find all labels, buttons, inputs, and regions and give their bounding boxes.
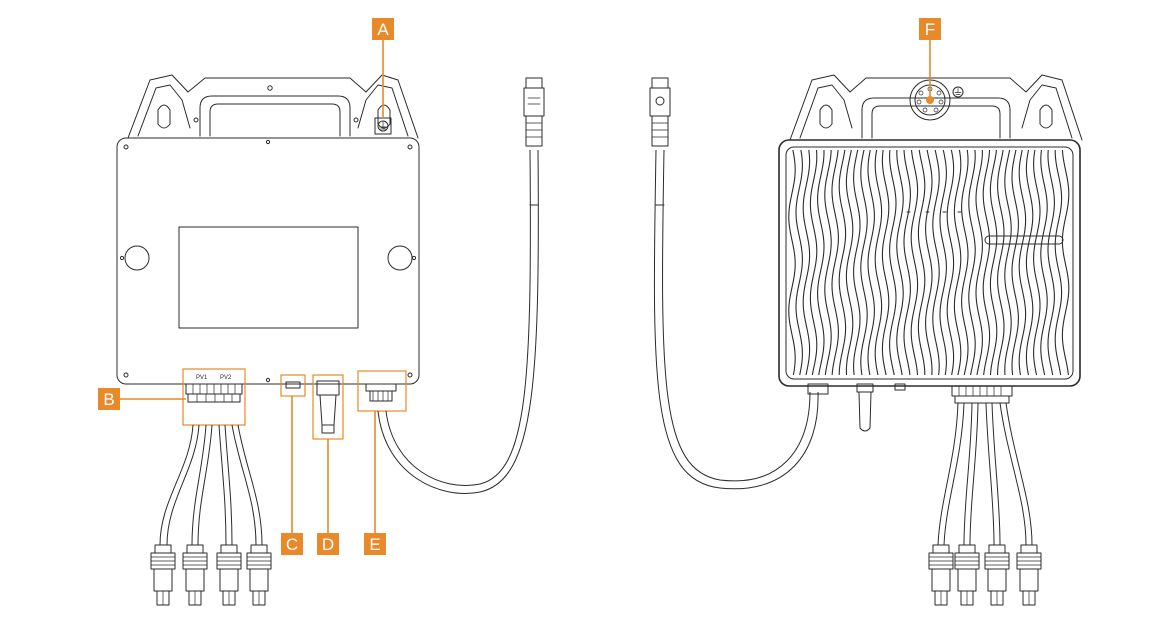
heatsink-fin bbox=[982, 149, 991, 376]
heatsink-fin bbox=[968, 149, 976, 376]
label-c: C bbox=[286, 535, 298, 554]
heatsink-fins bbox=[788, 149, 1070, 376]
heatsink-fin bbox=[1025, 149, 1034, 376]
right-ac-connector bbox=[649, 77, 671, 147]
pv2-label: PV2 bbox=[220, 375, 232, 381]
heatsink-fin bbox=[997, 149, 1005, 376]
left-ac-connector bbox=[523, 77, 545, 147]
heatsink-fin bbox=[975, 150, 983, 376]
callout-a: A bbox=[372, 18, 394, 118]
heatsink-fin bbox=[932, 149, 940, 376]
callout-c: C bbox=[281, 396, 303, 555]
heatsink-fin bbox=[845, 149, 854, 376]
left-mounting-bracket bbox=[127, 74, 419, 139]
heatsink-fin bbox=[1061, 149, 1070, 376]
heatsink-fin bbox=[889, 149, 897, 376]
heatsink-fin bbox=[925, 149, 933, 376]
label-e: E bbox=[369, 535, 380, 554]
heatsink-fin bbox=[917, 149, 926, 376]
label-f: F bbox=[925, 20, 935, 39]
left-inverter-front bbox=[116, 74, 420, 385]
heatsink-fin bbox=[838, 149, 847, 376]
heatsink-fin bbox=[874, 149, 883, 376]
heatsink-fin bbox=[953, 149, 962, 376]
heatsink-fin bbox=[896, 149, 904, 376]
heatsink-fin bbox=[961, 149, 969, 376]
heatsink-fin bbox=[910, 149, 919, 376]
heatsink-fin bbox=[853, 149, 861, 376]
heatsink-fin bbox=[788, 149, 796, 376]
heatsink-fin bbox=[802, 149, 811, 376]
left-mc4-connectors bbox=[150, 544, 272, 606]
left-ac-cable bbox=[377, 77, 545, 494]
heatsink-fin bbox=[824, 149, 832, 376]
callout-b: B bbox=[98, 388, 186, 410]
pv1-label: PV1 bbox=[196, 375, 208, 381]
heatsink-fin bbox=[1011, 149, 1019, 376]
connector-highlight-dot bbox=[926, 96, 934, 104]
right-dc-cables bbox=[937, 402, 1033, 546]
antenna bbox=[312, 374, 344, 440]
ac-output-port bbox=[357, 370, 407, 412]
heatsink-fin bbox=[1047, 149, 1055, 376]
callout-e: E bbox=[364, 411, 386, 555]
dc-input-ports: PV1 PV2 bbox=[182, 368, 246, 426]
comm-port bbox=[280, 374, 306, 397]
right-inverter-back bbox=[778, 74, 1083, 432]
left-inverter-body bbox=[116, 137, 420, 385]
right-mounting-bracket bbox=[789, 74, 1083, 141]
heatsink-fin bbox=[939, 149, 947, 376]
heatsink-fin bbox=[817, 149, 825, 376]
right-inverter-heatsink bbox=[778, 139, 1081, 387]
label-area bbox=[178, 226, 359, 329]
label-d: D bbox=[322, 535, 334, 554]
heatsink-fin bbox=[867, 149, 875, 376]
heatsink-fin bbox=[831, 149, 839, 376]
heatsink-fin bbox=[795, 149, 803, 376]
callout-f: F bbox=[919, 18, 941, 96]
left-dc-cables bbox=[159, 424, 263, 546]
heatsink-fin bbox=[1018, 149, 1027, 376]
callout-d: D bbox=[317, 439, 339, 555]
heatsink-fin bbox=[881, 149, 890, 376]
heatsink-fin bbox=[946, 149, 955, 376]
heatsink-fin bbox=[1040, 149, 1048, 376]
heatsink-fin bbox=[809, 149, 818, 376]
heatsink-fin bbox=[1004, 149, 1012, 376]
heatsink-fin bbox=[1054, 149, 1063, 376]
heatsink-fin bbox=[989, 149, 998, 376]
heatsink-fin bbox=[903, 149, 911, 376]
label-a: A bbox=[377, 20, 389, 39]
right-ac-cable bbox=[649, 77, 819, 490]
right-mc4-connectors bbox=[928, 544, 1042, 606]
label-b: B bbox=[103, 390, 114, 409]
heatsink-fin bbox=[860, 149, 868, 376]
heatsink-fin bbox=[1033, 149, 1041, 376]
